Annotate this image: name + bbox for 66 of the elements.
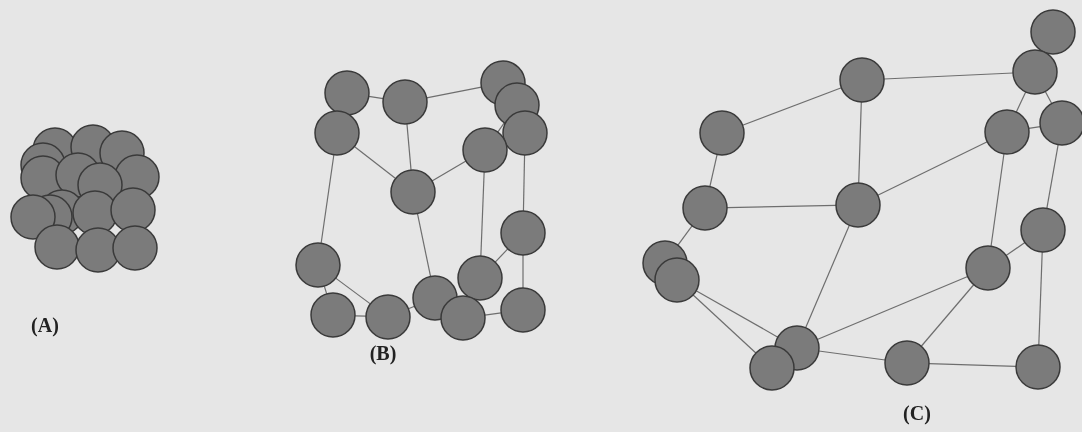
connector-line xyxy=(1028,125,1041,130)
bead-circle xyxy=(1012,49,1058,95)
bead-circle xyxy=(699,110,745,156)
bead-circle xyxy=(440,295,486,341)
connector-line xyxy=(1005,241,1026,257)
connector-line xyxy=(816,275,969,341)
connector-line xyxy=(695,290,779,338)
bead-circle xyxy=(654,257,700,303)
bead-circle xyxy=(1015,344,1061,390)
connector-line xyxy=(354,315,367,317)
connector-line xyxy=(920,284,975,347)
panel-label: (B) xyxy=(369,341,397,365)
bead-circle xyxy=(965,245,1011,291)
connector-line xyxy=(416,212,432,278)
bead-circle xyxy=(310,292,356,338)
connector-line xyxy=(818,350,886,361)
connector-line xyxy=(877,141,988,196)
connector-line xyxy=(858,101,862,184)
connector-line xyxy=(990,153,1005,247)
connector-line xyxy=(368,95,384,100)
connector-line xyxy=(709,153,718,188)
connector-line xyxy=(726,204,837,209)
bead-circle xyxy=(324,70,370,116)
connector-line xyxy=(522,254,524,289)
bead-circle xyxy=(984,109,1030,155)
connector-line xyxy=(883,72,1014,80)
bead-circle xyxy=(365,294,411,340)
connector-line xyxy=(677,225,693,246)
connector-line xyxy=(320,154,335,244)
bead-circle xyxy=(382,79,428,125)
connector-line xyxy=(494,248,509,263)
panel-label: (C) xyxy=(903,401,931,425)
connector-line xyxy=(805,224,850,329)
connector-line xyxy=(484,312,502,316)
panel-label: (A) xyxy=(31,313,59,337)
bead-circle xyxy=(390,169,436,215)
connector-line xyxy=(1044,90,1053,105)
connector-line xyxy=(335,277,371,305)
bead-circle xyxy=(314,110,360,156)
bead-circle xyxy=(500,287,546,333)
bead-circle xyxy=(835,182,881,228)
connector-line xyxy=(928,363,1017,367)
connector-line xyxy=(692,294,757,354)
bead-circle xyxy=(500,210,546,256)
connector-line xyxy=(497,122,505,133)
bead-circle xyxy=(295,242,341,288)
connector-line xyxy=(1015,91,1027,113)
bead-circle xyxy=(1030,9,1076,55)
connector-line xyxy=(407,305,416,310)
bead-circle xyxy=(884,340,930,386)
connector-line xyxy=(426,86,482,99)
bead-circle xyxy=(839,57,885,103)
connector-line xyxy=(522,154,526,212)
connector-line xyxy=(431,160,467,182)
connector-line xyxy=(1046,144,1059,209)
bead-circle xyxy=(682,185,728,231)
connector-line xyxy=(480,171,485,257)
connector-line xyxy=(1038,251,1043,346)
bead-circle xyxy=(457,255,503,301)
connector-line xyxy=(406,123,412,171)
bead-circle xyxy=(462,127,508,173)
connector-line xyxy=(742,87,842,126)
bead-circle xyxy=(749,345,795,391)
bead-circle xyxy=(502,110,548,156)
connector-line xyxy=(353,145,397,180)
bead-circle xyxy=(1020,207,1066,253)
